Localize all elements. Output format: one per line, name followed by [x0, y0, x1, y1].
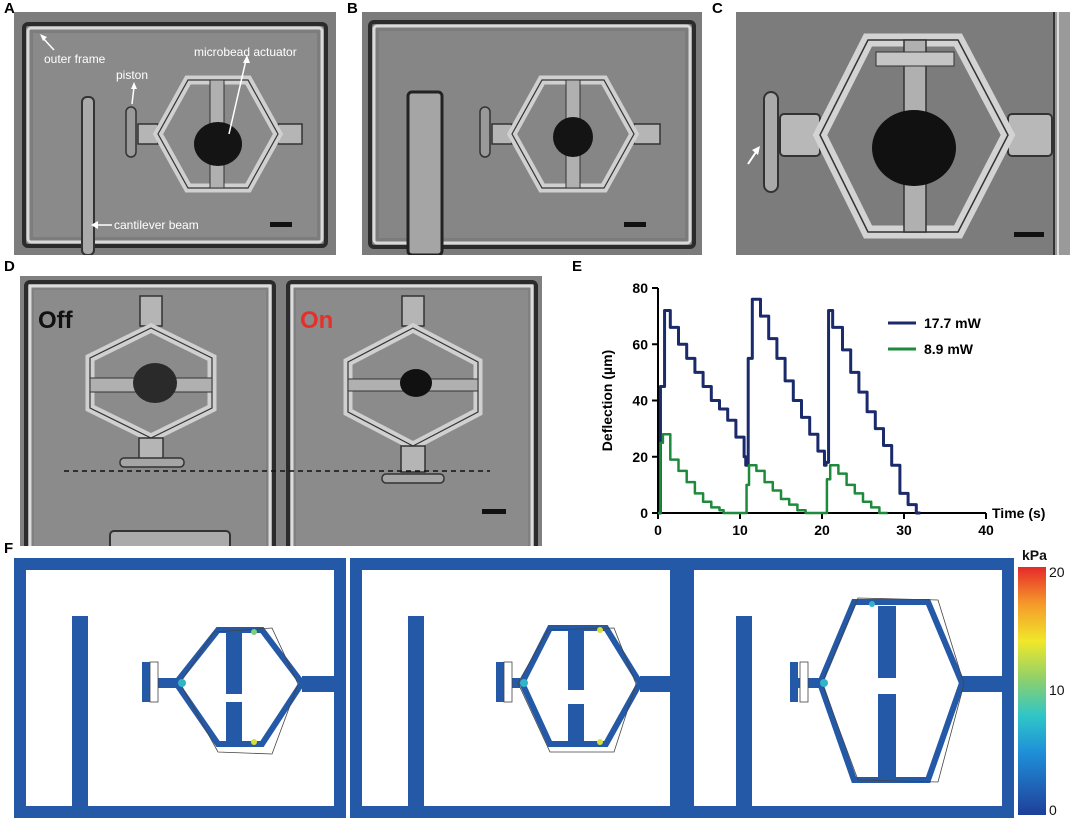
- legend-label: 17.7 mW: [924, 315, 982, 331]
- y-tick-label: 20: [632, 449, 648, 465]
- legend-label: 8.9 mW: [924, 341, 974, 357]
- x-tick-label: 40: [978, 522, 994, 538]
- label-on: On: [300, 307, 333, 334]
- micrograph-b: [362, 12, 702, 255]
- label-microbead-actuator: microbead actuator: [194, 45, 297, 59]
- micrograph-d: Off On: [20, 276, 542, 546]
- x-tick-label: 20: [814, 522, 830, 538]
- simulation-panel-3: [682, 558, 1014, 818]
- panel-letter-c: C: [712, 0, 723, 17]
- colorbar-max: 20: [1049, 564, 1065, 580]
- y-tick-label: 40: [632, 393, 648, 409]
- label-off: Off: [38, 307, 74, 334]
- y-tick-label: 0: [640, 505, 648, 521]
- panel-letter-f: F: [4, 540, 14, 557]
- label-piston: piston: [116, 68, 148, 82]
- label-outer-frame: outer frame: [44, 52, 106, 66]
- x-tick-label: 10: [732, 522, 748, 538]
- panel-letter-a: A: [4, 0, 15, 17]
- micrograph-c: [736, 12, 1070, 255]
- y-axis-label: Deflection (µm): [599, 350, 615, 451]
- series-line-high: [658, 297, 921, 515]
- label-cantilever-beam: cantilever beam: [114, 218, 199, 232]
- x-axis-label: Time (s): [992, 505, 1045, 521]
- y-tick-label: 80: [632, 280, 648, 296]
- y-tick-label: 60: [632, 336, 648, 352]
- panel-letter-d: D: [4, 258, 15, 275]
- simulation-panel-2: [350, 558, 682, 818]
- series-line-low: [658, 433, 888, 515]
- simulation-panel-1: [14, 558, 346, 818]
- colorbar-mid: 10: [1049, 682, 1065, 698]
- colorbar-unit: kPa: [1022, 547, 1047, 563]
- micrograph-a: outer frame piston microbead actuator ca…: [14, 12, 336, 255]
- panel-letter-e: E: [572, 258, 583, 275]
- colorbar: kPa 20 10 0: [1018, 547, 1065, 818]
- x-tick-label: 0: [654, 522, 662, 538]
- x-tick-label: 30: [896, 522, 912, 538]
- colorbar-min: 0: [1049, 802, 1057, 818]
- panel-letter-b: B: [347, 0, 358, 17]
